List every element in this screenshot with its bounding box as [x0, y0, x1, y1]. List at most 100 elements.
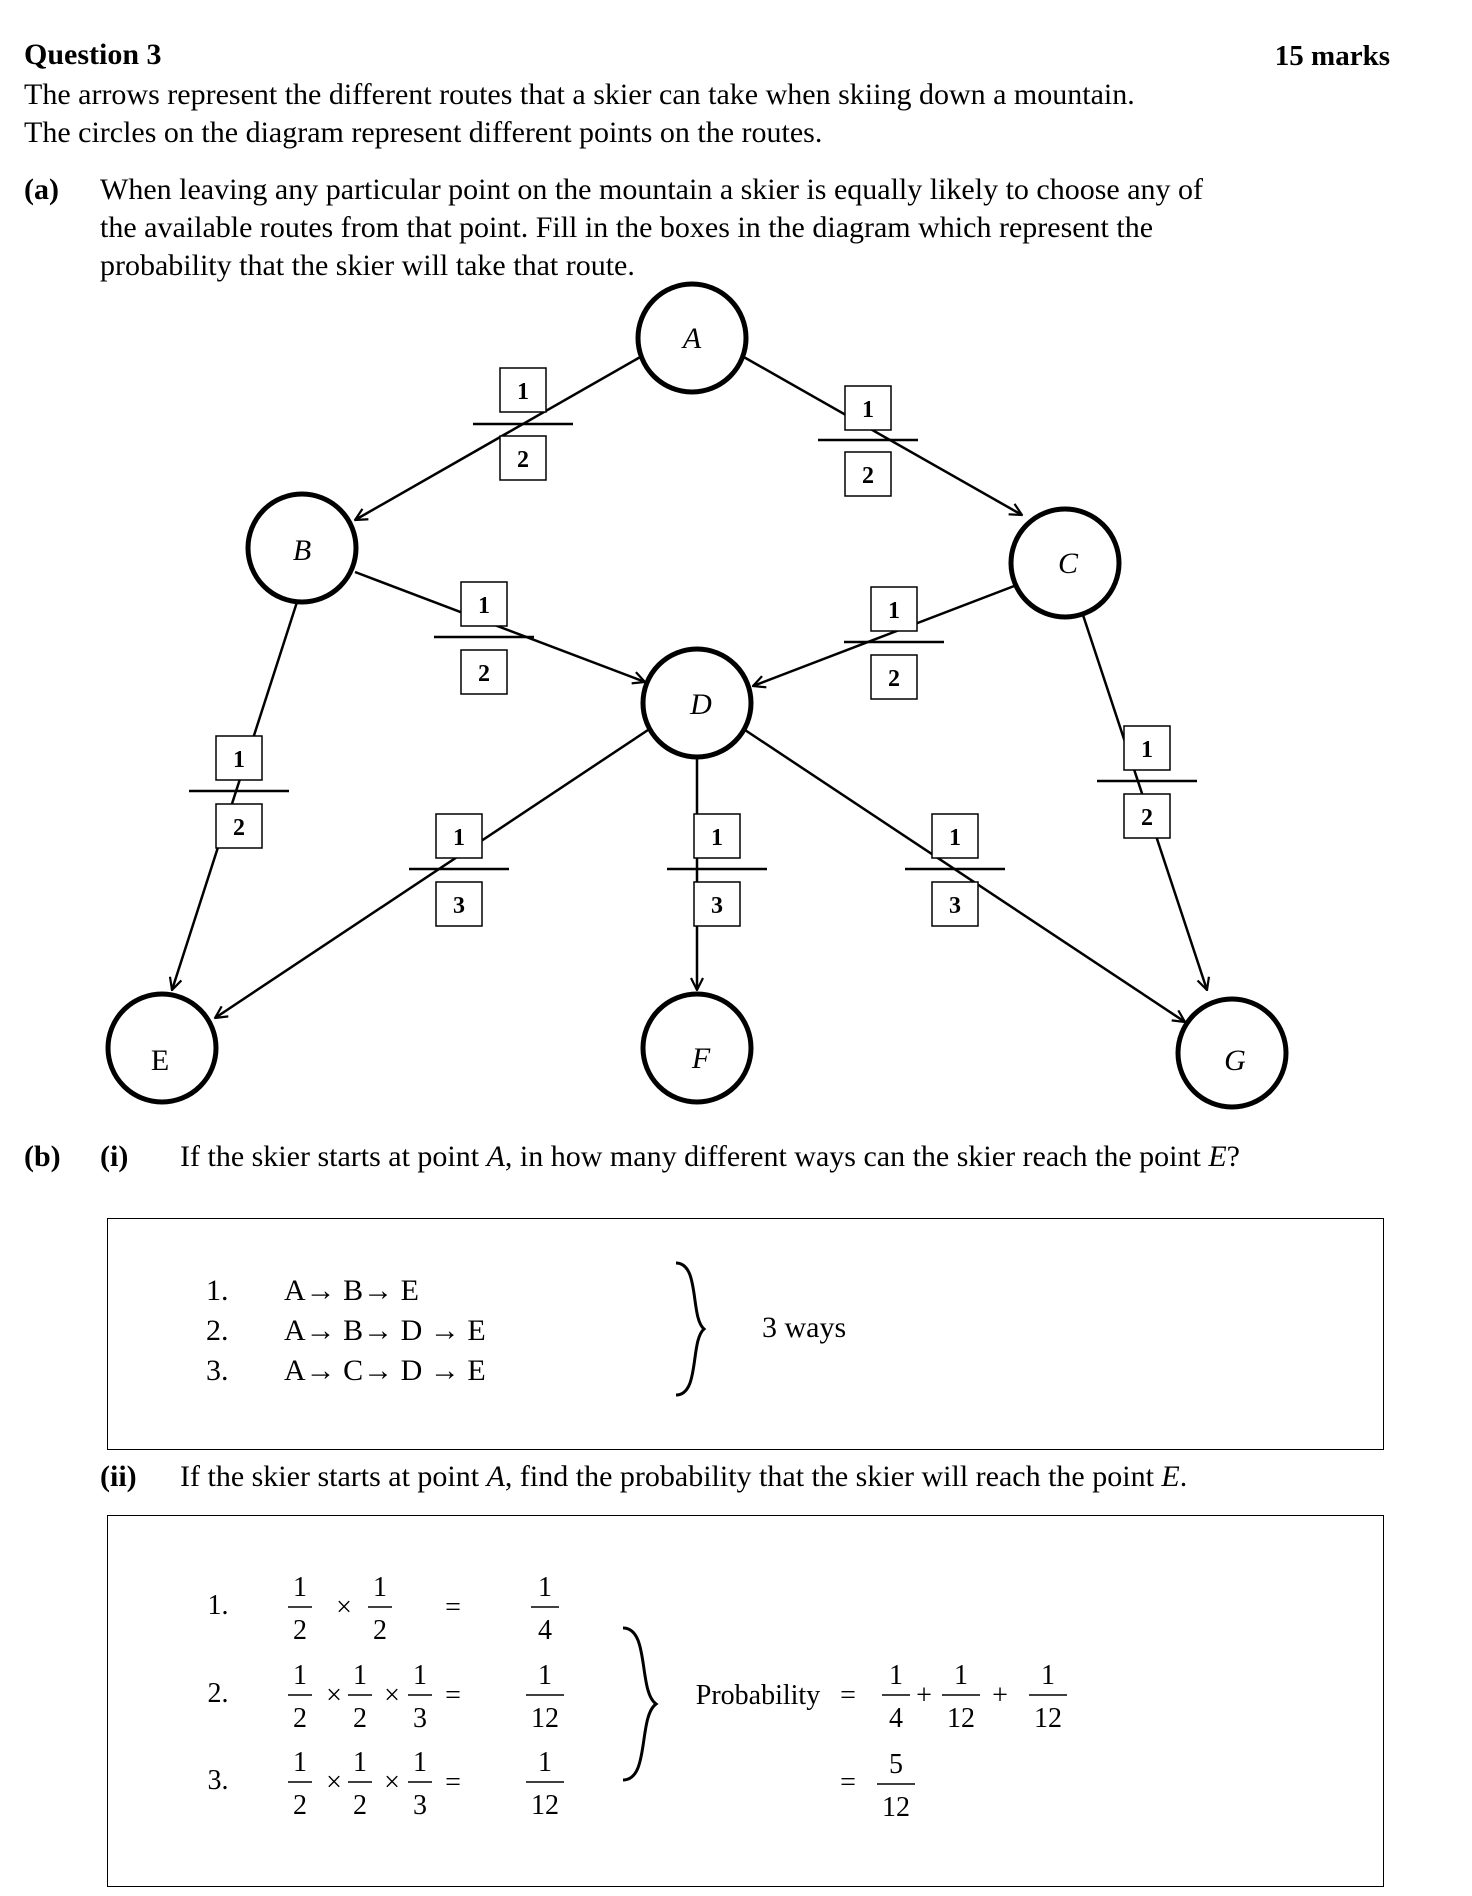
prob-df-den: 3	[711, 893, 723, 919]
prob-dg-den: 3	[949, 893, 961, 919]
row-3-f2-den: 2	[353, 1790, 367, 1821]
prob-ac-num: 1	[862, 397, 874, 423]
sum-2-num: 1	[954, 1660, 968, 1691]
row-1-result-num: 1	[538, 1572, 552, 1603]
row-2-f3-den: 3	[413, 1703, 427, 1734]
probability-label: Probability	[696, 1680, 820, 1711]
part-a-line-1: When leaving any particular point on the…	[100, 173, 1204, 206]
prob-cd-num: 1	[888, 598, 900, 624]
node-f	[640, 991, 754, 1105]
prob-ab-den: 2	[517, 447, 529, 473]
prob-be-num: 1	[233, 747, 245, 773]
way-3-route: A→ C→ D → E	[284, 1354, 486, 1387]
row-3-f3-den: 3	[413, 1790, 427, 1821]
part-a-line-2: the available routes from that point. Fi…	[100, 211, 1154, 244]
node-b	[245, 491, 359, 605]
row-2-equals: =	[445, 1680, 461, 1711]
prob-cg-den: 2	[1141, 805, 1153, 831]
node-g	[1175, 996, 1289, 1110]
node-c-label: C	[1058, 547, 1079, 580]
part-b-ii-question: If the skier starts at point A, find the…	[180, 1460, 1188, 1493]
brace-icon-2	[622, 1626, 659, 1782]
way-3-num: 3.	[206, 1354, 229, 1387]
row-2-times-2: ×	[384, 1680, 400, 1711]
prob-be-den: 2	[233, 815, 245, 841]
part-b-ii-label: (ii)	[100, 1460, 137, 1493]
node-d-label: D	[689, 688, 712, 721]
final-equals: =	[840, 1767, 856, 1798]
prob-dg-num: 1	[949, 825, 961, 851]
row-3-f1-num: 1	[293, 1747, 307, 1778]
route-diagram: A B C D E F G 1 2	[105, 281, 1289, 1110]
node-a-label: A	[681, 322, 702, 355]
final-num: 5	[889, 1749, 903, 1780]
node-e-label: E	[151, 1044, 169, 1077]
row-3-num: 3.	[208, 1765, 229, 1796]
node-a	[635, 281, 749, 395]
row-1-equals: =	[445, 1592, 461, 1623]
brace-icon	[675, 1261, 707, 1397]
intro-line-2: The circles on the diagram represent dif…	[24, 116, 823, 149]
route-b-d	[354, 570, 645, 682]
row-2-f2-num: 1	[353, 1660, 367, 1691]
prob-df-num: 1	[711, 825, 723, 851]
row-3-f1-den: 2	[293, 1790, 307, 1821]
sum-plus-2: +	[992, 1680, 1008, 1711]
row-1-times-1: ×	[336, 1592, 352, 1623]
sum-3-den: 12	[1034, 1703, 1062, 1734]
part-b-label: (b)	[24, 1140, 61, 1173]
row-3-times-1: ×	[326, 1767, 342, 1798]
route-c-d	[753, 581, 1023, 686]
node-d	[640, 646, 754, 760]
probability-working: 1. 1 2 × 1 2 = 1 4 2. 1 2 × 1 2 × 1 3 = …	[208, 1572, 1067, 1823]
row-1-f1-num: 1	[293, 1572, 307, 1603]
probability-boxes	[189, 367, 1197, 927]
row-1-f2-num: 1	[373, 1572, 387, 1603]
question-marks: 15 marks	[1274, 40, 1390, 72]
node-e	[105, 991, 219, 1105]
ways-answer: 3 ways	[762, 1311, 847, 1344]
prob-bd-num: 1	[478, 593, 490, 619]
sum-plus-1: +	[916, 1680, 932, 1711]
row-2-result-num: 1	[538, 1660, 552, 1691]
way-2-route: A→ B→ D → E	[284, 1314, 486, 1347]
route-d-e	[215, 728, 649, 1018]
route-a-c	[741, 354, 1022, 515]
way-1-num: 1.	[206, 1274, 229, 1307]
prob-ac-den: 2	[862, 463, 874, 489]
question-title: Question 3	[24, 38, 162, 71]
prob-cd-den: 2	[888, 666, 900, 692]
probability-equals: =	[840, 1680, 856, 1711]
node-b-label: B	[293, 534, 311, 567]
row-3-f3-num: 1	[413, 1747, 427, 1778]
answer-box-b-ii: 1. 1 2 × 1 2 = 1 4 2. 1 2 × 1 2 × 1 3 = …	[107, 1515, 1384, 1887]
node-f-label: F	[691, 1042, 711, 1075]
part-b-i-label: (i)	[100, 1140, 129, 1173]
route-d-g	[744, 728, 1185, 1022]
part-a-line-3: probability that the skier will take tha…	[100, 249, 635, 282]
answer-box-b-i: 1. A→ B→ E 2. A→ B→ D → E 3. A→ C→ D → E…	[107, 1218, 1384, 1450]
sum-1-den: 4	[889, 1703, 903, 1734]
node-c	[1008, 506, 1122, 620]
way-2-num: 2.	[206, 1314, 229, 1347]
row-2-f1-den: 2	[293, 1703, 307, 1734]
prob-ab-num: 1	[517, 379, 529, 405]
row-2-f2-den: 2	[353, 1703, 367, 1734]
sum-2-den: 12	[947, 1703, 975, 1734]
part-a-label: (a)	[24, 173, 59, 206]
row-1-f2-den: 2	[373, 1615, 387, 1646]
way-1-route: A→ B→ E	[284, 1274, 419, 1307]
row-1-f1-den: 2	[293, 1615, 307, 1646]
prob-de-num: 1	[453, 825, 465, 851]
row-2-times-1: ×	[326, 1680, 342, 1711]
final-den: 12	[882, 1792, 910, 1823]
intro-line-1: The arrows represent the different route…	[24, 78, 1135, 111]
route-b-e	[172, 601, 299, 990]
row-1-num: 1.	[208, 1590, 229, 1621]
fraction-bars	[288, 1606, 1067, 1785]
row-2-result-den: 12	[531, 1703, 559, 1734]
row-2-f3-num: 1	[413, 1660, 427, 1691]
sum-1-num: 1	[889, 1660, 903, 1691]
row-3-result-den: 12	[531, 1790, 559, 1821]
row-3-result-num: 1	[538, 1747, 552, 1778]
